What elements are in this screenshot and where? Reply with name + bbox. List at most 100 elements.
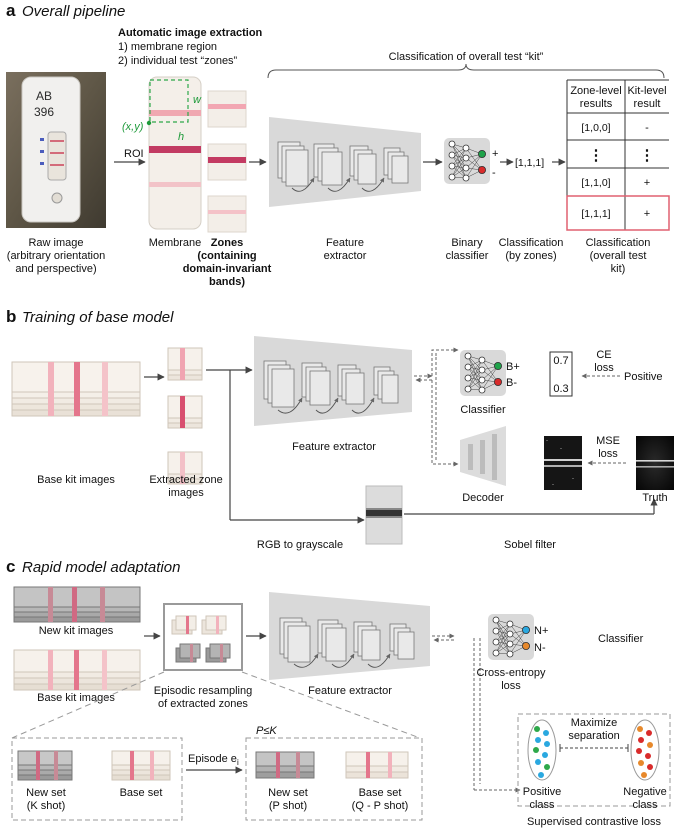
feature-extractor-b-label: Feature extractor (292, 441, 376, 453)
zones-label-2: (containing (197, 250, 256, 262)
episodic-label-2: of extracted zones (158, 698, 248, 710)
feature-extractor-a (269, 117, 421, 207)
prob-top: 0.7 (553, 355, 568, 367)
p-le-k-label: P≤K (256, 725, 277, 737)
coord-label: (x,y) (122, 121, 144, 133)
new-set-k-stack (17, 750, 73, 781)
sobel-label: Sobel filter (504, 539, 556, 551)
new-set-k-1: New set (26, 787, 66, 799)
n-plus-label: N+ (534, 625, 548, 637)
kit-results-table (566, 79, 670, 231)
zone-images (207, 90, 247, 233)
source-set-box (11, 737, 183, 821)
extracted-zone-stacks (167, 347, 203, 485)
maximize-2: separation (568, 730, 619, 742)
auto-extraction-item2: 2) individual test “zones” (118, 55, 238, 67)
table-row2-zone: ⋮ (589, 147, 604, 164)
raw-image-label-3: and perspective) (15, 263, 96, 275)
auto-extraction-title: Automatic image extraction (118, 27, 263, 39)
raw-image-label-2: (arbitrary orientation (7, 250, 105, 262)
mse-loss-2: loss (598, 448, 618, 460)
feature-extractor-c (269, 592, 430, 680)
binary-classifier-label-1: Binary (451, 237, 483, 249)
episodic-label-1: Episodic resampling (154, 685, 252, 697)
table-row3-zone: [1,1,0] (581, 177, 610, 189)
zoom-line-right (241, 671, 421, 739)
ce-loss-c-1: Cross-entropy (476, 667, 546, 679)
base-kit-label-c: Base kit images (37, 692, 115, 704)
feature-extractor-a-label-2: extractor (324, 250, 367, 262)
binary-classifier (444, 138, 490, 184)
membrane-strip (146, 76, 202, 230)
positive-class-cluster (527, 719, 557, 781)
truth-label: Truth (642, 492, 667, 504)
base-kit-stack-b (11, 361, 141, 417)
panel-c-letter: c (6, 557, 15, 576)
grayscale-image (365, 485, 403, 545)
positive-class-2: class (529, 799, 555, 811)
panel-a-title: Overall pipeline (22, 3, 125, 20)
ce-loss-c-2: loss (501, 680, 521, 692)
roi-label: ROI (124, 148, 144, 160)
rgb-grayscale-label: RGB to grayscale (257, 539, 343, 551)
n-minus-label: N- (534, 642, 546, 654)
probability-box (549, 351, 573, 397)
to-decoder-arrow (431, 380, 459, 467)
zones-label-1: Zones (211, 237, 243, 249)
extracted-label-2: images (168, 487, 204, 499)
binary-classifier-label-2: classifier (446, 250, 489, 262)
table-header-zone-1: Zone-level (570, 85, 621, 97)
zoom-line-left (11, 671, 165, 739)
ce-loss-b-1: CE (596, 349, 611, 361)
kit-handwriting-line1: AB (36, 89, 52, 103)
panel-b-title: Training of base model (22, 309, 174, 326)
negative-class-cluster (630, 719, 660, 781)
b-plus-label: B+ (506, 361, 520, 373)
new-kit-stack (13, 586, 141, 623)
mse-loss-1: MSE (596, 435, 620, 447)
panel-a: a Overall pipeline AB 396 Raw image (arb… (6, 1, 670, 288)
panel-a-letter: a (6, 1, 16, 20)
base-set-q-stack (345, 751, 409, 779)
classification-header: Classification of overall test “kit” (389, 51, 544, 63)
table-header-kit-1: Kit-level (627, 85, 666, 97)
b-minus-label: B- (506, 377, 517, 389)
new-set-k-2: (K shot) (27, 800, 66, 812)
class-kit-label-2: (overall test (590, 250, 647, 262)
class-zones-label-2: (by zones) (505, 250, 556, 262)
base-kit-stack-c (13, 649, 141, 691)
episode-label: Episode ei (188, 753, 239, 767)
negative-class-2: class (632, 799, 658, 811)
episode-set-box (245, 737, 423, 821)
base-set-label: Base set (120, 787, 163, 799)
ce-loss-b-2: loss (594, 362, 614, 374)
result-vector: [1,1,1] (515, 157, 544, 169)
panel-b: b Training of base model Base kit images (6, 307, 674, 551)
decoder-label: Decoder (462, 492, 504, 504)
predicted-edge-image (544, 436, 582, 490)
table-row1-zone: [1,0,0] (581, 122, 610, 134)
maximize-1: Maximize (571, 717, 617, 729)
auto-extraction-item1: 1) membrane region (118, 41, 217, 53)
decoder (460, 426, 506, 486)
new-set-p-stack (255, 751, 315, 779)
table-row3-kit: + (644, 177, 650, 189)
zones-label-4: bands) (209, 276, 245, 288)
new-kit-label: New kit images (39, 625, 114, 637)
base-kit-label-b: Base kit images (37, 474, 115, 486)
new-set-p-2: (P shot) (269, 800, 307, 812)
classification-brace (267, 63, 665, 79)
base-set-q-2: (Q - P shot) (352, 800, 409, 812)
classifier-b (460, 350, 506, 396)
table-row4-zone: [1,1,1] (581, 208, 610, 220)
panel-c-title: Rapid model adaptation (22, 559, 180, 576)
table-header-zone-2: results (580, 98, 613, 110)
raw-image-label-1: Raw image (28, 237, 83, 249)
feature-extractor-c-label: Feature extractor (308, 685, 392, 697)
panel-b-letter: b (6, 307, 16, 326)
to-classifier-b-arrow (431, 347, 459, 376)
classifier-c-label: Classifier (598, 633, 644, 645)
raw-image-photo: AB 396 (6, 72, 106, 228)
panel-c: c Rapid model adaptation New kit images … (6, 557, 671, 828)
